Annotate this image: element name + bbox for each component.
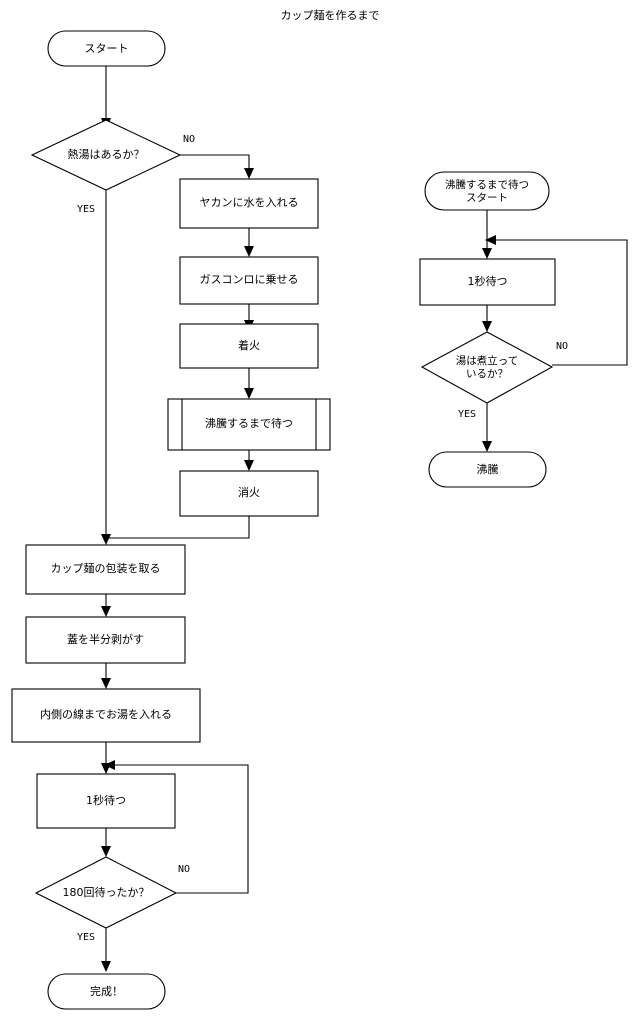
- process-shape: [36, 773, 176, 829]
- node-extinguish[interactable]: 消火: [179, 470, 319, 517]
- node-label-wait-until-boil: 沸騰するまで待つ: [205, 416, 293, 430]
- node-label-wait-one-second-sub: 1秒待つ: [468, 274, 508, 288]
- node-label-decision-is-boiling-line1: 湯は煮立って: [456, 354, 518, 367]
- node-label-remove-wrapper: カップ麺の包装を取る: [51, 562, 161, 575]
- node-label-extinguish: 消火: [238, 485, 260, 499]
- node-wait-one-second-sub[interactable]: 1秒待つ: [419, 258, 556, 306]
- arrowhead-s3-s2-loop: [485, 235, 496, 245]
- arrowhead-n12-n11-loop: [104, 760, 115, 770]
- subroutine-connectors: [482, 210, 628, 452]
- node-label-decision-has-hot-water: 熱湯はあるか？: [68, 148, 145, 161]
- node-decision-waited-180[interactable]: 180回待ったか？: [34, 856, 178, 929]
- node-complete[interactable]: 完成！: [47, 973, 166, 1010]
- process-shape: [179, 178, 319, 229]
- node-wait-until-boil-subroutine[interactable]: 沸騰するまで待つ: [167, 398, 331, 451]
- node-subroutine-start[interactable]: 沸騰するまで待つ スタート: [424, 171, 550, 211]
- node-label-fill-kettle: ヤカンに水を入れる: [200, 196, 299, 209]
- decision-shape: [34, 856, 178, 929]
- node-fill-kettle[interactable]: ヤカンに水を入れる: [179, 178, 319, 229]
- terminator-shape: [47, 30, 166, 67]
- node-decision-is-boiling[interactable]: 湯は煮立って いるか？: [420, 331, 554, 404]
- process-shape: [179, 323, 319, 369]
- node-wait-one-second-main[interactable]: 1秒待つ: [36, 773, 176, 829]
- edge-label-no-2: NO: [178, 864, 190, 875]
- arrowhead-n3-n4: [244, 246, 254, 257]
- node-label-decision-is-boiling-line2: いるか？: [466, 368, 508, 380]
- edge-label-sub-no: NO: [556, 341, 568, 352]
- arrowhead-n9-n10: [101, 678, 111, 689]
- arrowhead-s3-s4: [482, 441, 492, 452]
- node-decision-has-hot-water[interactable]: 熱湯はあるか？: [30, 119, 182, 191]
- process-shape: [419, 258, 556, 306]
- decision-shape: [30, 119, 182, 191]
- node-ignite[interactable]: 着火: [179, 323, 319, 369]
- predefined-process-shape: [167, 398, 331, 451]
- arrowhead-s2-s3: [482, 321, 492, 332]
- arrowhead-n2-n3: [244, 168, 254, 179]
- node-boiled[interactable]: 沸騰: [428, 451, 547, 488]
- edge-n12-n11-loop: [110, 764, 249, 894]
- arrowhead-n2-n8: [101, 534, 111, 545]
- process-shape: [179, 256, 319, 305]
- node-label-boiled: 沸騰: [477, 462, 499, 476]
- arrowhead-s1-s2: [482, 248, 492, 259]
- terminator-shape: [47, 973, 166, 1010]
- node-remove-wrapper[interactable]: カップ麺の包装を取る: [25, 544, 186, 595]
- node-peel-lid-half[interactable]: 蓋を半分剥がす: [25, 616, 186, 664]
- edge-label-sub-yes: YES: [458, 409, 476, 420]
- node-label-decision-waited-180: 180回待ったか？: [63, 885, 150, 899]
- edge-label-no-1: NO: [183, 134, 195, 145]
- process-shape: [179, 470, 319, 517]
- edge-s3-s2-loop: [491, 239, 628, 366]
- node-put-on-stove[interactable]: ガスコンロに乗せる: [179, 256, 319, 305]
- terminator-shape: [424, 171, 550, 211]
- arrowhead-n8-n9: [101, 606, 111, 617]
- page-title: カップ麺を作るまで: [281, 9, 380, 22]
- node-label-subroutine-start-line2: スタート: [466, 192, 508, 204]
- arrowhead-n11-n12: [101, 846, 111, 857]
- process-shape: [11, 688, 201, 743]
- edge-n7-n8: [106, 516, 250, 539]
- process-shape: [25, 616, 186, 664]
- node-label-wait-one-second-main: 1秒待つ: [86, 793, 126, 807]
- node-label-peel-lid-half: 蓋を半分剥がす: [67, 632, 144, 646]
- node-pour-hot-water[interactable]: 内側の線までお湯を入れる: [11, 688, 201, 743]
- node-label-subroutine-start-line1: 沸騰するまで待つ: [445, 178, 529, 191]
- terminator-shape: [428, 451, 547, 488]
- node-label-pour-hot-water: 内側の線までお湯を入れる: [40, 707, 172, 721]
- edge-label-yes-1: YES: [77, 204, 95, 215]
- arrowhead-n12-n13: [101, 961, 111, 972]
- node-label-complete: 完成！: [90, 984, 123, 998]
- node-label-start: スタート: [85, 42, 129, 55]
- process-shape: [25, 544, 186, 595]
- edge-n2-n3: [180, 154, 250, 170]
- node-label-put-on-stove: ガスコンロに乗せる: [200, 273, 299, 286]
- arrowhead-n6-n7: [244, 460, 254, 471]
- node-start[interactable]: スタート: [47, 30, 166, 67]
- edge-label-yes-2: YES: [77, 932, 95, 943]
- decision-shape: [420, 331, 554, 404]
- main-connectors: [101, 66, 254, 972]
- arrowhead-n5-n6: [244, 388, 254, 399]
- node-label-ignite: 着火: [238, 338, 260, 352]
